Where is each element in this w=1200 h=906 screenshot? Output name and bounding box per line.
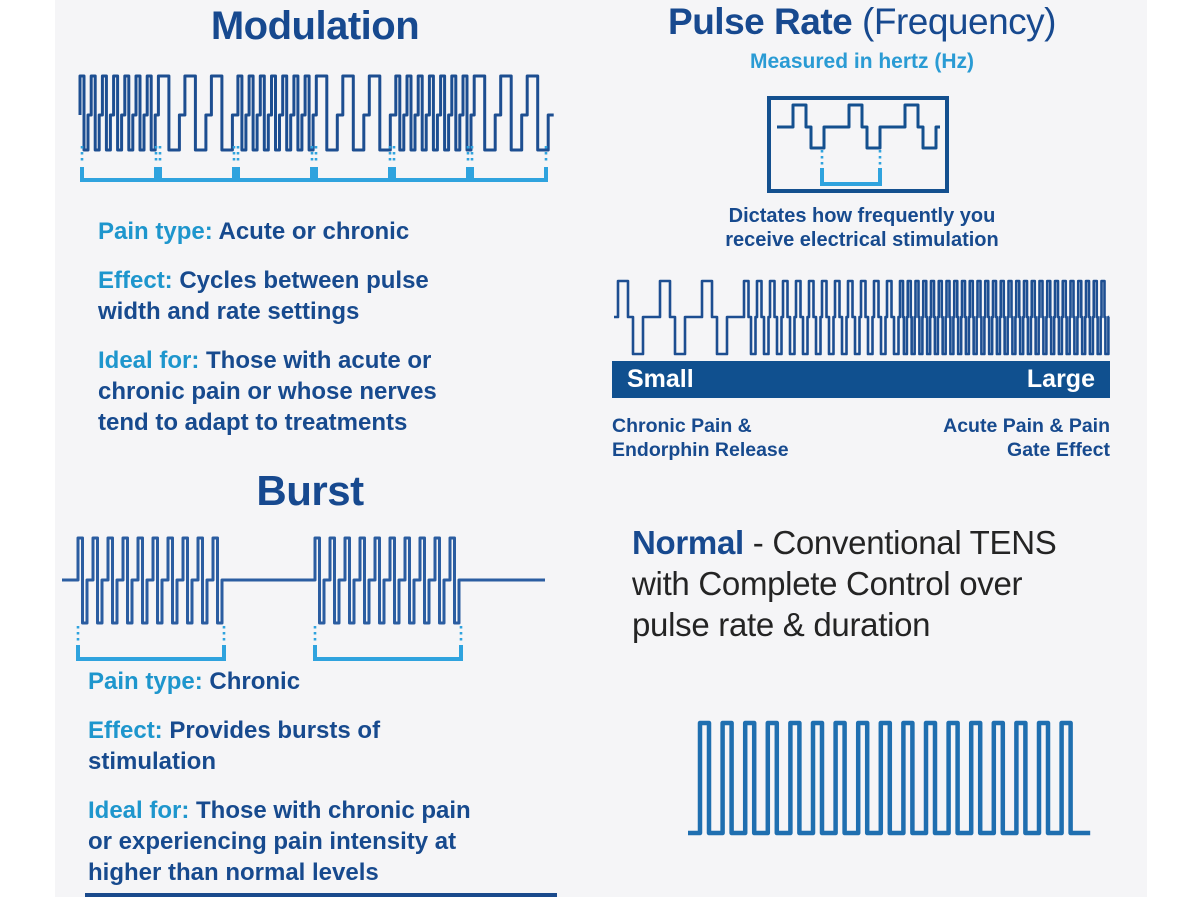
burst-waveform xyxy=(60,532,550,666)
effect-row: Effect: Provides bursts of stimulation xyxy=(88,715,558,777)
low-frequency-caption: Chronic Pain & Endorphin Release xyxy=(612,415,789,461)
pulse-rate-caption: Dictates how frequently you receive elec… xyxy=(725,205,999,251)
pulse-rate-title-suffix: (Frequency) xyxy=(862,1,1056,42)
pain-type-value: Acute or chronic xyxy=(218,218,410,245)
high-frequency-caption: Acute Pain & Pain Gate Effect xyxy=(943,415,1110,461)
normal-text: - Conventional TENS with Complete Contro… xyxy=(632,524,1057,643)
pulse-rate-title: Pulse Rate (Frequency) xyxy=(562,1,1162,43)
scale-large-label: Large xyxy=(1026,365,1095,393)
pain-type-value: Chronic xyxy=(209,668,301,695)
frequency-scale-captions: Chronic Pain & Endorphin Release Acute P… xyxy=(612,414,1110,462)
pain-type-label: Pain type: xyxy=(98,218,213,245)
burst-details: Pain type: Chronic Effect: Provides burs… xyxy=(88,666,558,906)
pulse-rate-box-diagram xyxy=(767,96,949,196)
ideal-for-row: Ideal for: Those with acute or chronic p… xyxy=(98,345,548,438)
pulse-rate-subtitle: Measured in hertz (Hz) xyxy=(749,50,975,73)
burst-title: Burst xyxy=(256,467,364,514)
ideal-for-value: Those with acute or chronic pain or whos… xyxy=(98,347,437,436)
pain-type-row: Pain type: Acute or chronic xyxy=(98,216,548,247)
effect-label: Effect: xyxy=(98,267,173,294)
modulation-title: Modulation xyxy=(210,4,420,48)
frequency-sweep-waveform xyxy=(612,272,1112,358)
modulation-waveform xyxy=(75,66,555,184)
modulation-details: Pain type: Acute or chronic Effect: Cycl… xyxy=(98,216,548,456)
normal-title: Normal xyxy=(632,524,744,561)
effect-label: Effect: xyxy=(88,717,163,744)
ideal-for-row: Ideal for: Those with chronic pain or ex… xyxy=(88,795,558,888)
scale-small-label: Small xyxy=(627,365,694,393)
normal-description: Normal - Conventional TENS with Complete… xyxy=(632,522,1172,645)
normal-waveform xyxy=(685,710,1095,840)
ideal-for-value: Those with chronic pain or experiencing … xyxy=(88,797,471,886)
pulse-rate-title-main: Pulse Rate xyxy=(668,1,853,42)
frequency-scale-bar: Small Large xyxy=(612,361,1110,398)
effect-value: Cycles between pulse width and rate sett… xyxy=(98,267,429,325)
cropped-element-edge xyxy=(85,893,557,897)
pain-type-label: Pain type: xyxy=(88,668,203,695)
ideal-for-label: Ideal for: xyxy=(88,797,190,824)
pain-type-row: Pain type: Chronic xyxy=(88,666,558,697)
effect-value: Provides bursts of stimulation xyxy=(88,717,381,775)
ideal-for-label: Ideal for: xyxy=(98,347,200,374)
infographic-canvas: Modulation Pain type: Acute or chronic E… xyxy=(55,0,1147,897)
effect-row: Effect: Cycles between pulse width and r… xyxy=(98,265,548,327)
